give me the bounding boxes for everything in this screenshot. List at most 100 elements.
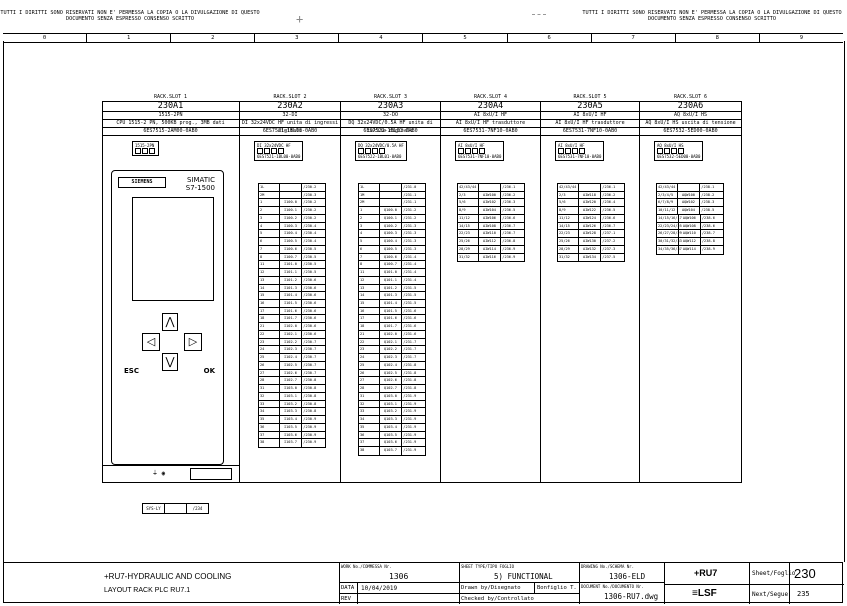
terminal-cell: 16 bbox=[259, 300, 280, 307]
status-led-icon bbox=[149, 148, 155, 154]
reference-cell: /231.4 bbox=[403, 254, 417, 259]
terminal-cell: 23 bbox=[259, 338, 280, 346]
address-cell: AIW134 bbox=[579, 253, 602, 262]
terminal-cell: 24 bbox=[259, 346, 280, 354]
table-row: 1M/231.1 bbox=[359, 191, 425, 200]
up-arrow-key[interactable]: ⋀ bbox=[162, 313, 178, 331]
reference-cell: /236.9 bbox=[502, 246, 516, 251]
reference-cell: SYS-LY bbox=[143, 504, 165, 513]
address-cell bbox=[280, 184, 303, 191]
address-cell: Q101.6 bbox=[380, 315, 403, 323]
siemens-logo: SIEMENS bbox=[118, 177, 166, 188]
date-label: DATA bbox=[341, 585, 355, 591]
module-label-text: AQ 8xU/I HS bbox=[657, 143, 684, 148]
address-cell: Q101.5 bbox=[380, 307, 403, 315]
address-cell: I102.4 bbox=[280, 354, 303, 361]
address-cell: I101.2 bbox=[280, 276, 303, 284]
cpu-display bbox=[132, 197, 214, 301]
address-cell bbox=[380, 191, 403, 199]
reference-cell: /230.6 bbox=[303, 293, 317, 298]
drawing-frame bbox=[3, 41, 845, 562]
address-cell: AIW102 bbox=[479, 199, 502, 207]
terminal-cell: 32 bbox=[359, 400, 380, 408]
reference-cell: /231.5 bbox=[403, 301, 417, 306]
address-cell: I103.0 bbox=[280, 385, 303, 392]
sheet-type: 5) FUNCTIONAL bbox=[494, 572, 553, 581]
reference-cell: /231.8 bbox=[403, 378, 417, 383]
reference-cell: /230.3 bbox=[303, 192, 317, 197]
reference-cell: /230.8 bbox=[303, 393, 317, 398]
status-led-icon bbox=[664, 148, 670, 154]
reference-cell: /230.8 bbox=[303, 378, 317, 383]
column-number: 7 bbox=[592, 34, 676, 42]
reference-cell: /236.4 bbox=[602, 200, 616, 205]
drawing-title: +RU7-HYDRAULIC AND COOLING bbox=[104, 572, 232, 581]
left-arrow-key[interactable]: ◁ bbox=[142, 333, 160, 351]
module-label-text: AI 8xU/I HF bbox=[458, 143, 485, 148]
address-cell: I101.1 bbox=[280, 269, 303, 276]
reference-cell: /230.6 bbox=[303, 331, 317, 336]
address-cell: Q100.1 bbox=[380, 214, 403, 222]
reference-cell: /236.7 bbox=[502, 231, 516, 236]
address-cell: I101.5 bbox=[280, 300, 303, 307]
address-cell: Q103.6 bbox=[380, 439, 403, 446]
address-cell: Q100.2 bbox=[380, 222, 403, 230]
address-cell: AIW122 bbox=[579, 207, 602, 214]
reference-cell: /230.6 bbox=[303, 324, 317, 329]
rack-slot-label: RACK.SLOT 5 bbox=[573, 94, 607, 100]
terminal-cell: 26 bbox=[259, 361, 280, 369]
reference-cell: /231.0 bbox=[403, 185, 417, 189]
work-number: 1306 bbox=[389, 572, 409, 581]
column-number: 6 bbox=[508, 34, 592, 42]
module-label-order-number: 6ES7531-7NF10-0AB0 bbox=[458, 154, 502, 159]
crosshair-mark-icon: + bbox=[296, 12, 304, 26]
terminal-cell: 32 bbox=[259, 392, 280, 400]
date-value: 10/04/2019 bbox=[361, 585, 398, 592]
address-cell: Q102.3 bbox=[380, 354, 403, 361]
address-cell: Q103.3 bbox=[380, 416, 403, 423]
address-cell: Q103.5 bbox=[380, 431, 403, 439]
module-order-number: 6ES7521-1BL00-0AB0 bbox=[240, 127, 340, 136]
column-number: 8 bbox=[676, 34, 760, 42]
ok-key[interactable]: OK bbox=[203, 367, 215, 375]
status-led-row bbox=[135, 148, 156, 154]
address-cell: Q103.7 bbox=[380, 446, 403, 455]
terminal-cell: 24 bbox=[359, 354, 380, 361]
esc-key[interactable]: ESC bbox=[124, 367, 139, 375]
reference-cell: /230.5 bbox=[303, 254, 317, 259]
rack-slot-label: RACK.SLOT 2 bbox=[273, 94, 307, 100]
reference-cell: /231.8 bbox=[403, 370, 417, 375]
status-led-icon bbox=[365, 148, 371, 154]
reference-cell: /231.6 bbox=[403, 308, 417, 313]
down-arrow-key[interactable]: ⋁ bbox=[162, 353, 178, 371]
reference-cell: /231.3 bbox=[403, 231, 417, 236]
terminal-cell: 2 bbox=[259, 207, 280, 214]
terminal-cell: 17 bbox=[359, 315, 380, 323]
right-arrow-key[interactable]: ▷ bbox=[184, 333, 202, 351]
address-cell: Q103.2 bbox=[380, 408, 403, 416]
